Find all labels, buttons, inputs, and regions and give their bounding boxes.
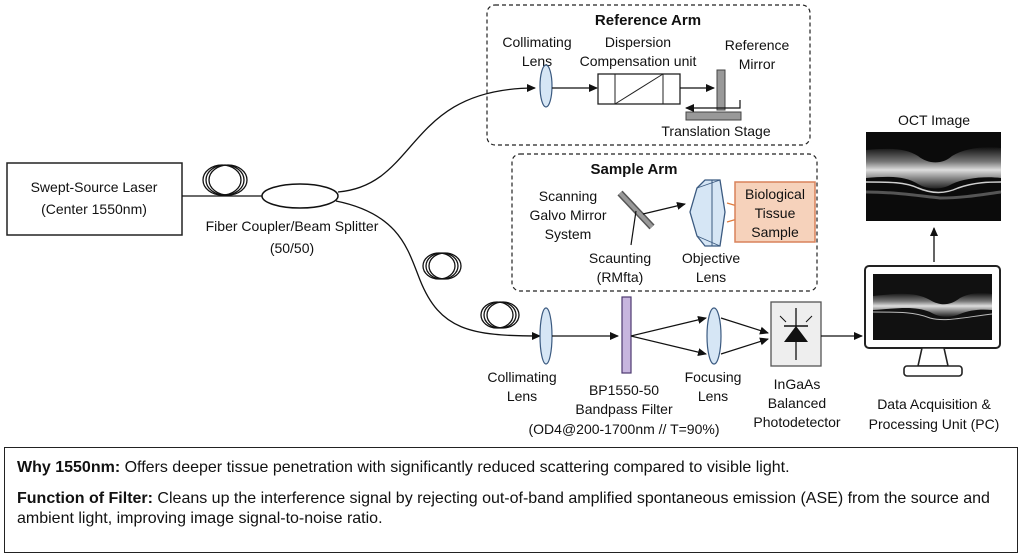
- ref-collimating-lens: [539, 64, 553, 108]
- detector-label-2: Balanced: [768, 395, 826, 411]
- oct-image: [865, 132, 1002, 221]
- coupler-label-2: (50/50): [270, 240, 314, 256]
- dispersion-label-2: Compensation unit: [580, 53, 697, 69]
- galvo-label-3: System: [545, 226, 592, 242]
- pc-monitor: [864, 265, 1001, 377]
- detector-label-1: InGaAs: [774, 376, 821, 392]
- note-why-1550: Why 1550nm: Offers deeper tissue penetra…: [17, 458, 1005, 478]
- pc-label-2: Processing Unit (PC): [869, 416, 1000, 432]
- dispersion-label-1: Dispersion: [605, 34, 671, 50]
- reference-arm-group: Reference Arm Collimating Lens Dispersio…: [486, 4, 811, 146]
- galvo-label-1: Scanning: [539, 188, 597, 204]
- focusing-label-2: Lens: [698, 388, 728, 404]
- translation-stage-label: Translation Stage: [661, 123, 770, 139]
- focusing-label-1: Focusing: [685, 369, 742, 385]
- galvo-mirror: [617, 190, 655, 230]
- sample-arm-title: Sample Arm: [591, 161, 678, 178]
- coupler-label-1: Fiber Coupler/Beam Splitter: [206, 218, 379, 234]
- laser-source-label-1: Swept-Source Laser: [31, 179, 158, 195]
- note-filter-text: Cleans up the interference signal by rej…: [17, 490, 990, 527]
- detector-label-3: Photodetector: [753, 414, 841, 430]
- ref-collimating-lens-label-1: Collimating: [502, 34, 571, 50]
- oct-image-title: OCT Image: [898, 112, 970, 128]
- tissue-label-2: Tissue: [755, 205, 796, 221]
- laser-source-label-2: (Center 1550nm): [41, 201, 147, 217]
- tissue-label-3: Sample: [751, 224, 799, 240]
- filter-label-1: BP1550-50: [589, 382, 659, 398]
- reference-mirror: [716, 69, 726, 111]
- note-why-label: Why 1550nm:: [17, 459, 121, 476]
- bandpass-filter: [621, 296, 632, 374]
- filter-label-3: (OD4@200-1700nm // T=90%): [529, 421, 720, 437]
- detection-path: Collimating Lens BP1550-50 Bandpass Filt…: [487, 296, 863, 437]
- fiber-coupler: [261, 183, 339, 209]
- translation-stage: [685, 111, 742, 121]
- det-collimating-label-1: Collimating: [487, 369, 556, 385]
- ref-mirror-label-1: Reference: [725, 37, 790, 53]
- objective-label-2: Lens: [696, 269, 726, 285]
- sample-arm-group: Sample Arm Scanning Galvo Mirror System …: [511, 153, 818, 292]
- fiber-source-to-coupler: [182, 164, 262, 197]
- note-why-text: Offers deeper tissue penetration with si…: [120, 459, 790, 476]
- tissue-label-1: Biological: [745, 186, 805, 202]
- dispersion-compensation-unit: [597, 73, 681, 105]
- scanning-label-2: (RMfta): [597, 269, 644, 285]
- galvo-label-2: Galvo Mirror: [529, 207, 606, 223]
- tissue-sample: Biological Tissue Sample: [734, 181, 816, 243]
- fiber-to-reference-arm: [337, 84, 536, 193]
- det-collimating-label-2: Lens: [507, 388, 537, 404]
- filter-label-2: Bandpass Filter: [575, 401, 673, 417]
- reference-arm-title: Reference Arm: [595, 12, 701, 29]
- note-filter-function: Function of Filter: Cleans up the interf…: [17, 489, 1005, 529]
- fiber-to-detection: [335, 200, 541, 340]
- objective-label-1: Objective: [682, 250, 741, 266]
- ref-mirror-label-2: Mirror: [739, 56, 776, 72]
- photodetector: [770, 301, 822, 367]
- notes-box: Why 1550nm: Offers deeper tissue penetra…: [4, 447, 1018, 553]
- focusing-lens: [706, 307, 722, 365]
- objective-lens: [689, 179, 726, 247]
- det-collimating-lens: [539, 307, 553, 365]
- scanning-label-1: Scaunting: [589, 250, 651, 266]
- pc-label-1: Data Acquisition &: [877, 396, 991, 412]
- laser-source-box: Swept-Source Laser (Center 1550nm): [6, 162, 183, 236]
- note-filter-label: Function of Filter:: [17, 490, 153, 507]
